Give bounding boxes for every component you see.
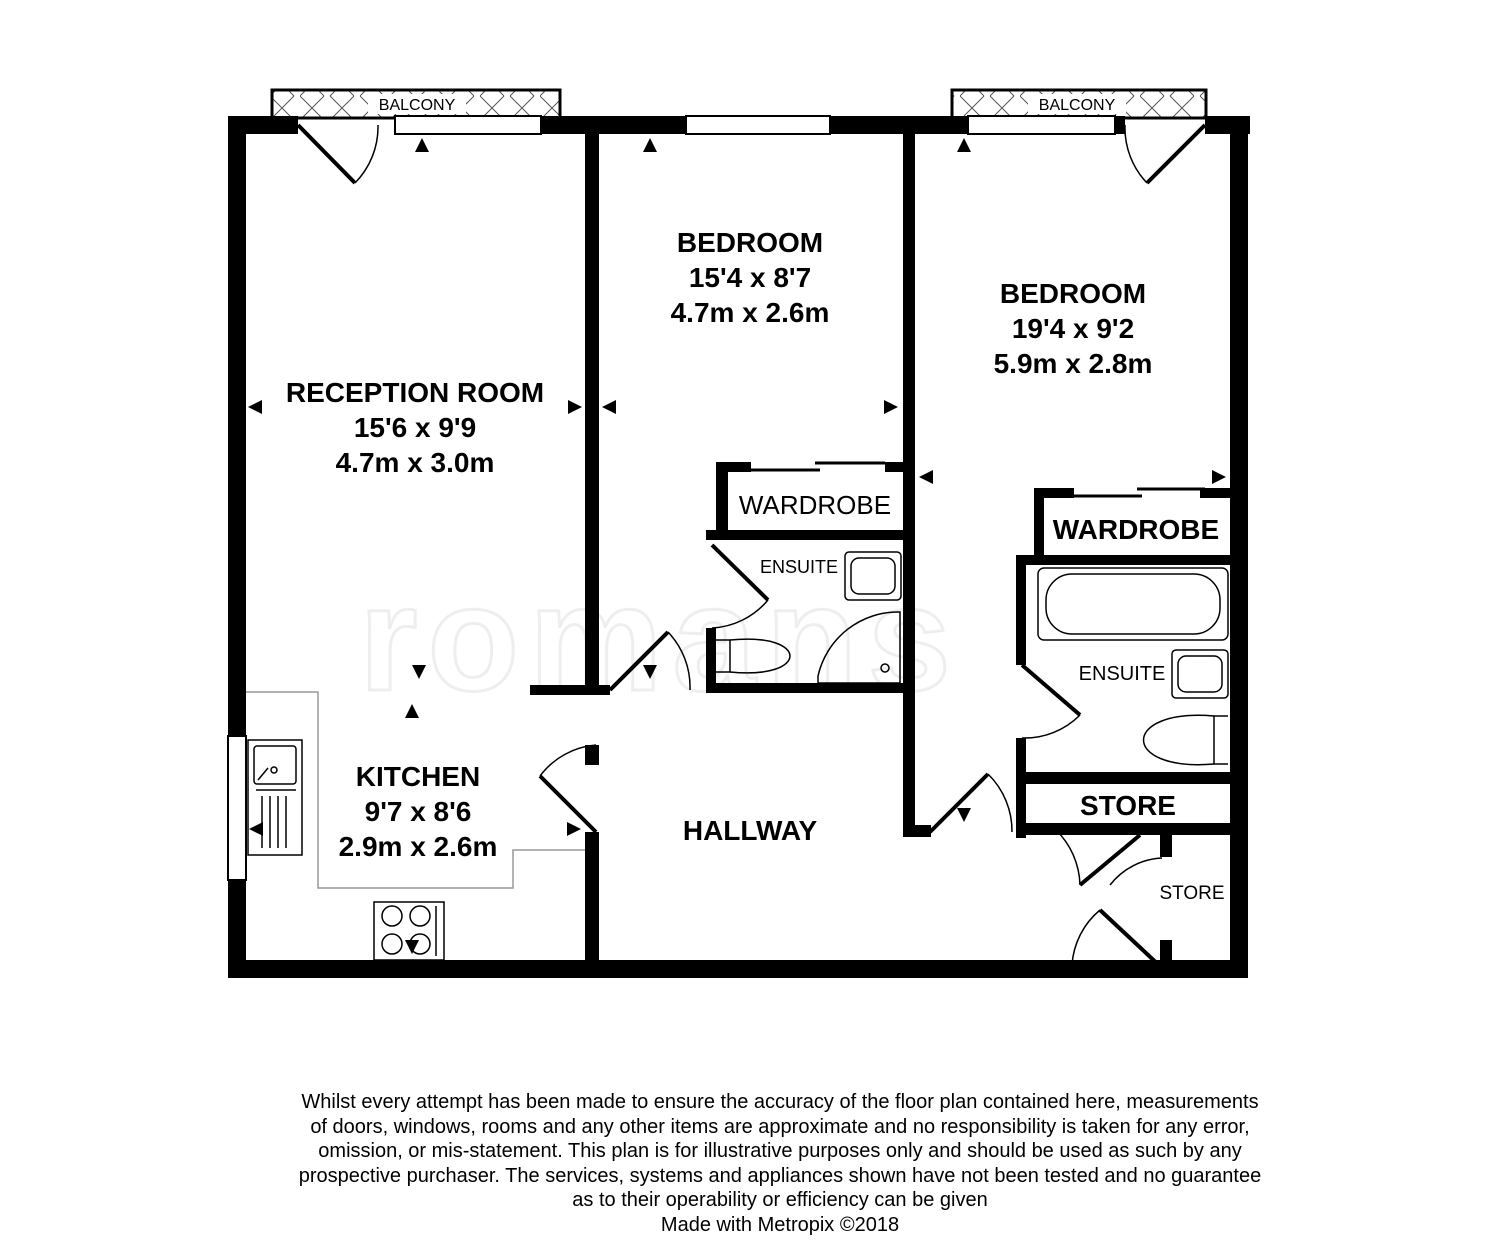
kitchen-worktop — [246, 691, 585, 889]
label-hallway: HALLWAY — [683, 815, 818, 846]
basin-icon — [844, 551, 902, 601]
balcony-right-label: BALCONY — [1039, 97, 1116, 114]
label-ensuite-2: ENSUITE — [1079, 663, 1166, 685]
watermark-logo: romans — [359, 554, 961, 722]
label-wardrobe-1: WARDROBE — [739, 490, 891, 520]
disclaimer-line: as to their operability or efficiency ca… — [572, 1189, 988, 1211]
label-kitchen: KITCHEN 9'7 x 8'6 2.9m x 2.6m — [339, 761, 498, 862]
reception-metric: 4.7m x 3.0m — [336, 447, 495, 478]
bedroom2-imperial: 19'4 x 9'2 — [1012, 313, 1134, 344]
ensuite-1-fixtures — [716, 551, 902, 684]
disclaimer-line: prospective purchaser. The services, sys… — [298, 1164, 1262, 1187]
disclaimer: Whilst every attempt has been made to en… — [200, 1090, 1360, 1237]
walls — [227, 115, 1250, 978]
dimension-arrows — [248, 138, 1226, 954]
metropix-credit: Made with Metropix ©2018 — [660, 1213, 900, 1236]
label-bedroom-2: BEDROOM 19'4 x 9'2 5.9m x 2.8m — [994, 278, 1153, 379]
sink-icon — [247, 739, 303, 856]
kitchen-metric: 2.9m x 2.6m — [339, 831, 498, 862]
bath-icon — [1037, 567, 1229, 641]
bedroom1-name: BEDROOM — [677, 227, 823, 258]
bedroom2-name: BEDROOM — [1000, 278, 1146, 309]
kitchen-name: KITCHEN — [356, 761, 480, 792]
balcony-right: BALCONY — [950, 88, 1208, 120]
balcony-left-label: BALCONY — [379, 97, 456, 114]
wardrobe-doors — [750, 461, 1205, 498]
door-swings — [296, 123, 1207, 970]
reception-imperial: 15'6 x 9'9 — [354, 412, 476, 443]
toilet-icon — [729, 638, 791, 674]
bedroom1-imperial: 15'4 x 8'7 — [689, 262, 811, 293]
label-store-small: STORE — [1159, 883, 1224, 904]
reception-name: RECEPTION ROOM — [286, 377, 544, 408]
label-bedroom-1: BEDROOM 15'4 x 8'7 4.7m x 2.6m — [671, 227, 830, 328]
disclaimer-line: of doors, windows, rooms and any other i… — [310, 1115, 1250, 1138]
balcony-left: BALCONY — [270, 88, 562, 120]
label-reception-room: RECEPTION ROOM 15'6 x 9'9 4.7m x 3.0m — [286, 377, 544, 478]
hob-icon — [373, 901, 445, 961]
disclaimer-line: Whilst every attempt has been made to en… — [301, 1091, 1259, 1113]
label-ensuite-1: ENSUITE — [760, 557, 838, 577]
shower-icon — [817, 611, 901, 684]
disclaimer-line: omission, or mis-statement. This plan is… — [318, 1140, 1242, 1162]
label-store-large: STORE — [1080, 790, 1176, 821]
ensuite-2-fixtures — [1037, 567, 1229, 766]
toilet-icon-2 — [1142, 714, 1215, 766]
basin-icon-2 — [1171, 649, 1229, 699]
bedroom2-metric: 5.9m x 2.8m — [994, 348, 1153, 379]
bedroom1-metric: 4.7m x 2.6m — [671, 297, 830, 328]
kitchen-imperial: 9'7 x 8'6 — [365, 796, 472, 827]
label-wardrobe-2: WARDROBE — [1053, 514, 1219, 545]
